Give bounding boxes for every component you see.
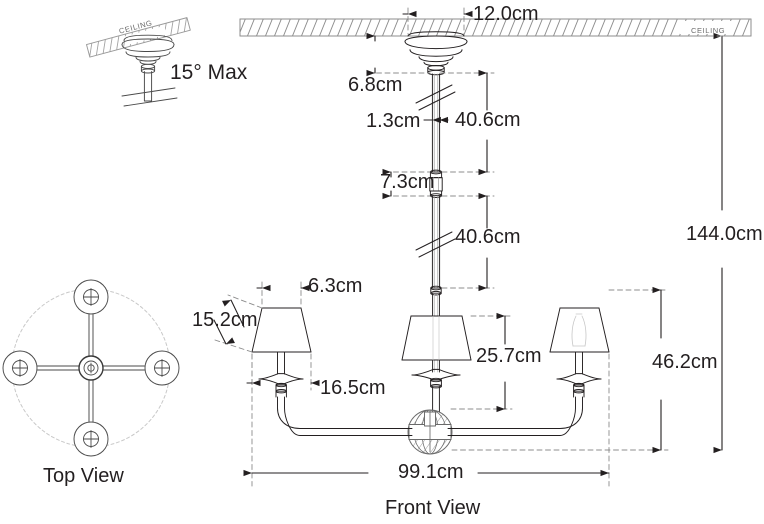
dim-stem-rod-diameter: 1.3cm bbox=[366, 110, 421, 132]
dim-stem-upper-length: 40.6cm bbox=[455, 109, 521, 131]
slant-dimension-leaders bbox=[214, 294, 263, 353]
dim-stem-lower-length: 40.6cm bbox=[455, 226, 521, 248]
angled-mount-detail bbox=[86, 17, 191, 107]
top-view-drawing bbox=[2, 279, 180, 457]
dim-coupler-length: 7.3cm bbox=[380, 171, 435, 193]
stem-coupler bbox=[429, 169, 443, 198]
slant-dimension-line bbox=[213, 299, 245, 345]
horizontal-arm-bar bbox=[299, 428, 561, 436]
dim-body-height: 25.7cm bbox=[476, 345, 542, 367]
top-view-label: Top View bbox=[43, 465, 124, 487]
front-view-label: Front View bbox=[385, 497, 481, 519]
dim-overall-width: 99.1cm bbox=[398, 461, 464, 483]
center-lamp-shade bbox=[401, 315, 472, 361]
center-globe-ornament bbox=[407, 409, 453, 455]
dimension-arrows bbox=[243, 10, 723, 477]
lower-stem-rod bbox=[415, 195, 456, 289]
dim-shade-bottom-diameter: 16.5cm bbox=[320, 377, 386, 399]
right-lamp-shade bbox=[549, 307, 610, 353]
dim-canopy-height: 6.8cm bbox=[348, 74, 403, 96]
right-lamp-socket bbox=[556, 351, 602, 398]
dim-shade-slant-height: 15.2cm bbox=[192, 309, 258, 331]
upper-stem-rod bbox=[415, 73, 456, 173]
ceiling-canopy bbox=[404, 31, 468, 76]
left-lamp-socket bbox=[258, 351, 304, 398]
dim-fixture-height: 46.2cm bbox=[652, 351, 718, 373]
left-lamp-shade bbox=[251, 307, 312, 353]
ceiling-label-main: CEILING bbox=[691, 25, 726, 35]
dim-shade-top-diameter: 6.3cm bbox=[308, 275, 363, 297]
tilt-note-label: 15° Max bbox=[170, 61, 248, 84]
right-arm bbox=[559, 396, 583, 436]
left-arm bbox=[277, 396, 301, 436]
dim-overall-height: 144.0cm bbox=[686, 223, 763, 245]
dim-canopy-diameter: 12.0cm bbox=[473, 3, 539, 25]
center-lamp-socket bbox=[411, 368, 461, 415]
ceiling-slab bbox=[239, 18, 752, 37]
